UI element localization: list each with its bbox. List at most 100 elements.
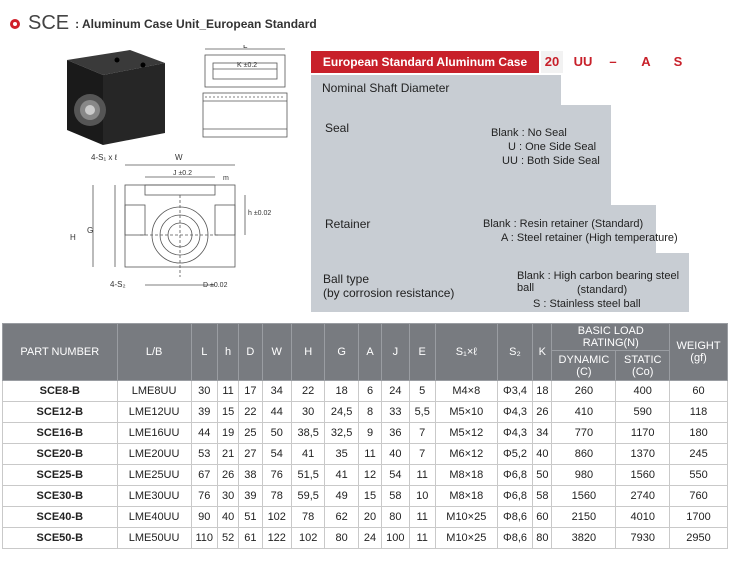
part-number-cell: SCE30-B — [2, 485, 118, 507]
table-cell: 260 — [551, 380, 617, 402]
table-cell: 38 — [238, 464, 263, 486]
table-cell: 19 — [216, 422, 240, 444]
table-cell: M5×12 — [434, 422, 498, 444]
table-cell: M5×10 — [434, 401, 498, 423]
code-size: 20 — [541, 51, 563, 73]
th-part: PART NUMBER — [2, 323, 118, 381]
table-cell: 2950 — [669, 527, 728, 549]
table-cell: 40 — [216, 506, 240, 528]
table-cell: 760 — [669, 485, 728, 507]
part-number-cell: SCE40-B — [2, 506, 118, 528]
table-cell: 51 — [238, 506, 263, 528]
table-cell: 40 — [381, 443, 410, 465]
table-cell: 41 — [324, 464, 359, 486]
dim-holes: 4-S₁ x ℓ — [91, 153, 118, 162]
table-cell: 24,5 — [324, 401, 359, 423]
table-cell: LME12UU — [116, 401, 192, 423]
part-number-cell: SCE50-B — [2, 527, 118, 549]
title-subtitle: : Aluminum Case Unit_European Standard — [75, 16, 317, 31]
table-cell: 58 — [381, 485, 410, 507]
table-cell: 53 — [190, 443, 218, 465]
part-number-cell: SCE16-B — [2, 422, 118, 444]
table-cell: Φ4,3 — [496, 422, 534, 444]
table-cell: 30 — [190, 380, 218, 402]
th-E: E — [408, 323, 436, 381]
table-cell: 41 — [290, 443, 326, 465]
table-cell: 26 — [216, 464, 240, 486]
table-cell: 24 — [381, 380, 410, 402]
table-cell: 550 — [669, 464, 728, 486]
table-cell: M8×18 — [434, 485, 498, 507]
table-cell: 61 — [238, 527, 263, 549]
table-cell: 15 — [216, 401, 240, 423]
top-view — [202, 48, 288, 138]
dim-L: L — [243, 45, 248, 50]
table-cell: 30 — [216, 485, 240, 507]
dim-H: H — [70, 233, 76, 242]
table-cell: 590 — [615, 401, 671, 423]
table-cell: 18 — [532, 380, 553, 402]
table-cell: 122 — [261, 527, 292, 549]
table-cell: 400 — [615, 380, 671, 402]
code-resist: S — [673, 54, 683, 69]
table-cell: 9 — [357, 422, 383, 444]
table-cell: 80 — [324, 527, 359, 549]
dim-h: h ±0.02 — [248, 210, 271, 217]
table-cell: 180 — [669, 422, 728, 444]
table-cell: 410 — [551, 401, 617, 423]
table-cell: 50 — [261, 422, 292, 444]
table-cell: 11 — [216, 380, 240, 402]
label-ball: Ball type — [323, 272, 370, 286]
table-cell: 11 — [408, 464, 436, 486]
technical-drawing: L K ±0.2 W J ±0.2 4-S₁ x ℓ m h ±0.02 H G… — [67, 45, 288, 289]
table-cell: 76 — [190, 485, 218, 507]
table-cell: Φ6,8 — [496, 464, 534, 486]
th-lb: L/B — [116, 323, 192, 381]
table-cell: 60 — [532, 506, 553, 528]
table-cell: 80 — [381, 506, 410, 528]
table-cell: 245 — [669, 443, 728, 465]
table-cell: 25 — [238, 422, 263, 444]
label-retainer: Retainer — [325, 217, 371, 231]
th-D: D — [238, 323, 263, 381]
th-static: STATIC (Co) — [615, 350, 671, 381]
table-cell: 770 — [551, 422, 617, 444]
th-G: G — [324, 323, 359, 381]
table-cell: 51,5 — [290, 464, 326, 486]
ball-opt-s: S : Stainless steel ball — [533, 298, 641, 310]
table-cell: 20 — [357, 506, 383, 528]
table-cell: 1370 — [615, 443, 671, 465]
table-cell: 5,5 — [408, 401, 436, 423]
table-cell: 5 — [408, 380, 436, 402]
front-view — [92, 164, 246, 286]
th-A: A — [357, 323, 383, 381]
table-cell: 80 — [532, 527, 553, 549]
th-H: H — [290, 323, 326, 381]
table-cell: 44 — [190, 422, 218, 444]
table-cell: 39 — [190, 401, 218, 423]
dim-J: J ±0.2 — [173, 170, 192, 177]
table-cell: 3820 — [551, 527, 617, 549]
title-code: SCE — [28, 12, 70, 34]
label-ball-sub: (by corrosion resistance) — [323, 286, 455, 300]
table-cell: LME16UU — [116, 422, 192, 444]
table-cell: Φ6,8 — [496, 485, 534, 507]
table-cell: 4010 — [615, 506, 671, 528]
part-number-cell: SCE20-B — [2, 443, 118, 465]
table-cell: 1170 — [615, 422, 671, 444]
table-cell: 35 — [324, 443, 359, 465]
table-cell: Φ4,3 — [496, 401, 534, 423]
table-cell: 78 — [290, 506, 326, 528]
table-cell: 27 — [238, 443, 263, 465]
code-seal: UU — [573, 54, 593, 69]
table-cell: Φ8,6 — [496, 527, 534, 549]
th-W: W — [261, 323, 292, 381]
table-cell: 67 — [190, 464, 218, 486]
table-cell: 50 — [532, 464, 553, 486]
table-cell: 90 — [190, 506, 218, 528]
table-cell: 118 — [669, 401, 728, 423]
